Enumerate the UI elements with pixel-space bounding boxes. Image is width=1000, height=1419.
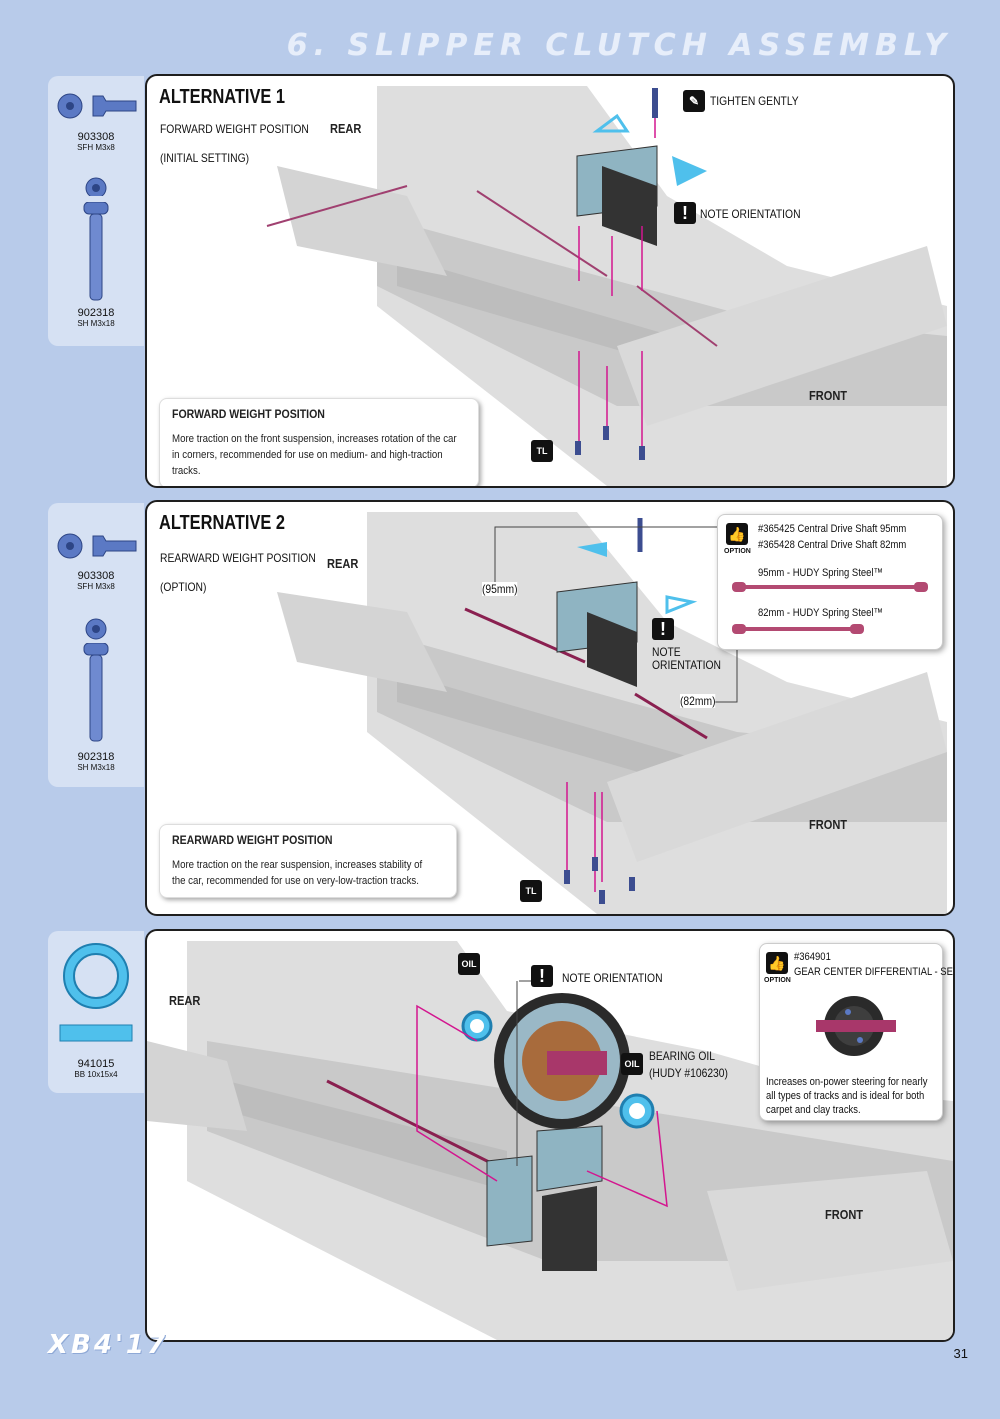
oil-icon: OIL <box>621 1053 643 1075</box>
note-text: More traction on the rear suspension, in… <box>172 859 423 887</box>
option-name: GEAR CENTER DIFFERENTIAL - SET <box>794 966 955 978</box>
shaft-82mm-label: (82mm) <box>680 694 716 708</box>
rear-label: REAR <box>169 993 201 1008</box>
thread-lock-icon: TL <box>531 440 553 462</box>
note-text: More traction on the front suspension, i… <box>172 433 457 477</box>
weight-position-label: FORWARD WEIGHT POSITION <box>160 122 309 136</box>
option-label: OPTION <box>724 548 751 555</box>
option-label: OPTION <box>764 977 791 984</box>
alternative-1-title: ALTERNATIVE 1 <box>159 86 286 108</box>
option-code: #364901 <box>794 951 831 963</box>
forward-weight-note: FORWARD WEIGHT POSITION More traction on… <box>159 398 479 486</box>
bearing-oil-label: BEARING OIL <box>649 1049 715 1063</box>
cap-screw-icon <box>83 202 109 301</box>
setting-label: (INITIAL SETTING) <box>160 151 250 165</box>
hudy-oil-label: (HUDY #106230) <box>649 1066 728 1080</box>
weight-position-label: REARWARD WEIGHT POSITION <box>160 551 316 565</box>
xb4-logo: XB4'17 <box>48 1330 169 1360</box>
gear-diff-option-box: 👍 OPTION #364901 GEAR CENTER DIFFERENTIA… <box>759 943 953 1121</box>
front-label: FRONT <box>809 817 848 832</box>
rear-label: REAR <box>327 556 359 571</box>
rear-label: REAR <box>330 121 362 136</box>
alternative-2-panel: ALTERNATIVE 2 REARWARD WEIGHT POSITION (… <box>145 500 955 916</box>
option-description: Increases on-power steering for nearly a… <box>766 1076 928 1116</box>
note-orientation-label: NOTE ORIENTATION <box>700 207 801 221</box>
thread-lock-icon: TL <box>520 880 542 902</box>
note-title: FORWARD WEIGHT POSITION <box>172 407 325 421</box>
warning-icon: ! <box>674 202 696 224</box>
note-orientation-label: NOTE ORIENTATION <box>562 971 663 985</box>
gear-diff-icon <box>816 996 896 1056</box>
drive-shaft-option-box: 👍 OPTION #365425 Central Drive Shaft 95m… <box>717 514 943 650</box>
rearward-weight-note: REARWARD WEIGHT POSITION More traction o… <box>159 824 457 898</box>
drive-shaft-95-icon <box>732 582 928 592</box>
drive-shaft-82-icon <box>732 624 864 634</box>
note-orientation-label-2: ORIENTATION <box>652 658 722 672</box>
button-head-screw-icon <box>57 533 137 640</box>
page-title: 6. SLIPPER CLUTCH ASSEMBLY <box>286 28 952 63</box>
option-line-1: #365425 Central Drive Shaft 95mm <box>758 523 907 535</box>
thumbs-up-icon: 👍 <box>726 523 748 545</box>
option-line-2: #365428 Central Drive Shaft 82mm <box>758 539 907 551</box>
screwdriver-icon: ✎ <box>683 90 705 112</box>
warning-icon: ! <box>652 618 674 640</box>
button-head-screw-icon <box>57 93 137 196</box>
alternative-1-panel: ALTERNATIVE 1 FORWARD WEIGHT POSITION (I… <box>145 74 955 488</box>
front-label: FRONT <box>825 1207 864 1222</box>
oil-icon: OIL <box>458 953 480 975</box>
tighten-gently-label: TIGHTEN GENTLY <box>710 94 799 108</box>
setting-label: (OPTION) <box>160 580 207 594</box>
chassis-illustration <box>147 941 953 1340</box>
note-title: REARWARD WEIGHT POSITION <box>172 833 333 847</box>
note-orientation-label-1: NOTE <box>652 645 681 659</box>
chassis-illustration <box>266 86 947 486</box>
warning-icon: ! <box>531 965 553 987</box>
cap-screw-icon <box>83 643 109 742</box>
thumbs-up-icon: 👍 <box>766 952 788 974</box>
center-diff-panel: REAR FRONT OIL ! NOTE ORIENTATION OIL BE… <box>145 929 955 1342</box>
front-label: FRONT <box>809 388 848 403</box>
page-number: 31 <box>953 1346 968 1361</box>
shaft-82-label: 82mm - HUDY Spring Steel™ <box>758 607 883 619</box>
alternative-2-title: ALTERNATIVE 2 <box>159 512 286 534</box>
shaft-95mm-label: (95mm) <box>482 582 518 596</box>
ball-bearing-icon <box>59 943 133 1042</box>
chassis-illustration <box>277 512 947 914</box>
shaft-95-label: 95mm - HUDY Spring Steel™ <box>758 567 883 579</box>
